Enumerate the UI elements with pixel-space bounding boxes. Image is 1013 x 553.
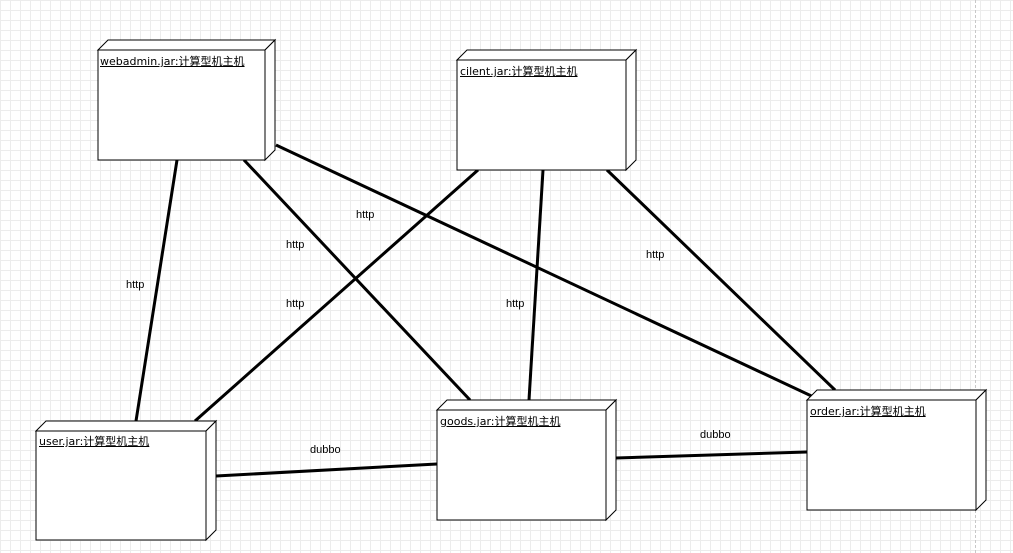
node-user[interactable] [34,419,218,542]
edge-label-webadmin-user: http [126,279,145,291]
node-webadmin[interactable] [96,38,277,162]
edge-label-webadmin-order: http [356,209,375,221]
edge-goods-order[interactable] [615,450,808,460]
node-label-webadmin: webadmin.jar:计算型机主机 [100,55,245,68]
edge-webadmin-order[interactable] [275,143,821,402]
edge-label-cilent-order: http [646,249,665,261]
page-boundary-guide [975,0,976,553]
node-goods[interactable] [435,398,618,522]
node-order[interactable] [805,388,988,512]
edge-webadmin-goods[interactable] [242,158,472,402]
node-label-order: order.jar:计算型机主机 [810,405,926,418]
edge-cilent-order[interactable] [605,168,837,392]
node-label-cilent: cilent.jar:计算型机主机 [460,65,578,78]
edge-label-user-goods: dubbo [310,444,341,456]
edge-cilent-goods[interactable] [527,169,545,401]
node-cilent[interactable] [455,48,638,172]
edge-webadmin-user[interactable] [134,159,179,422]
edge-cilent-user[interactable] [194,168,479,423]
edge-label-goods-order: dubbo [700,429,731,441]
node-label-user: user.jar:计算型机主机 [39,435,150,448]
edge-label-cilent-goods: http [506,298,525,310]
edge-user-goods[interactable] [215,462,438,478]
node-label-goods: goods.jar:计算型机主机 [440,415,561,428]
edge-label-cilent-user: http [286,298,305,310]
edge-label-webadmin-goods: http [286,239,305,251]
